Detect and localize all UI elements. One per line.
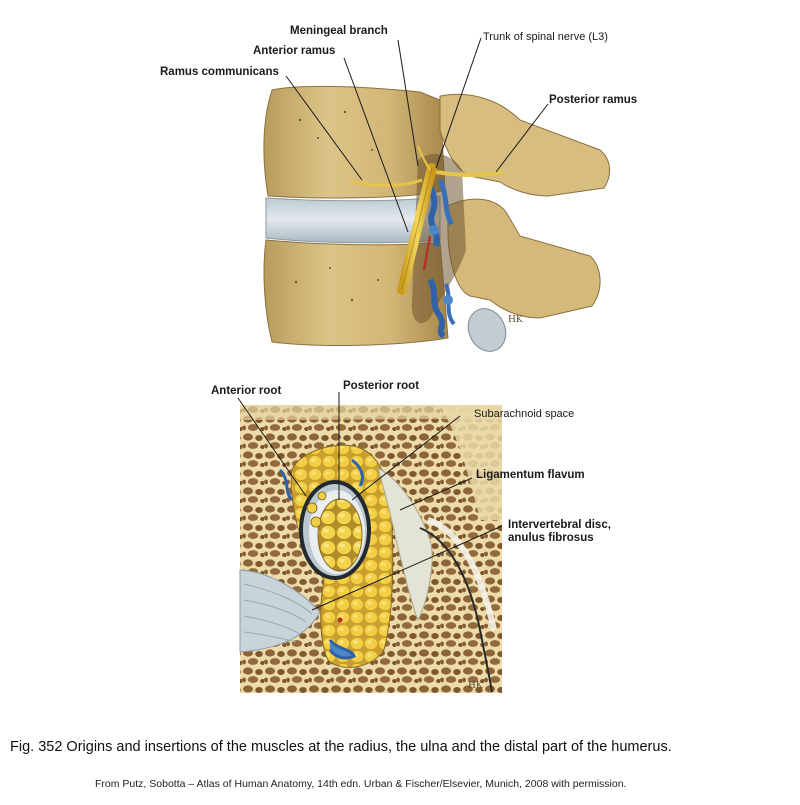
posterior-ramus-nerve — [435, 170, 503, 177]
nutrient-foramina — [294, 110, 379, 302]
label-intervertebral-disc-line2: anulus fibrosus — [508, 532, 594, 544]
lumbar-spine-lateral-view: HK — [263, 85, 610, 352]
lower-pedicle-and-process — [447, 198, 601, 319]
label-ligamentum-flavum: Ligamentum flavum — [476, 469, 585, 481]
intervertebral-disc-anulus — [239, 569, 321, 653]
figure-source-credit: From Putz, Sobotta – Atlas of Human Anat… — [95, 778, 627, 790]
label-posterior-root: Posterior root — [343, 380, 420, 392]
meningeal-branch-nerve — [417, 145, 431, 171]
spinous-process-tip — [467, 308, 507, 352]
label-trunk-of-spinal-nerve: Trunk of spinal nerve (L3) — [483, 31, 608, 43]
ligamentum-flavum — [377, 466, 433, 622]
spinal-canal-cross-section: HK — [239, 405, 502, 693]
lower-vertebral-body — [263, 239, 449, 346]
label-meningeal-branch: Meningeal branch — [290, 25, 388, 37]
label-anterior-root: Anterior root — [211, 385, 282, 397]
posterior-root-bundle — [317, 498, 363, 572]
artist-signature-top: HK — [508, 315, 523, 325]
anatomy-illustration: HK HK — [237, 37, 610, 693]
leader-lines — [237, 37, 549, 611]
anterior-root-bundle — [306, 491, 327, 528]
label-intervertebral-disc-line1: Intervertebral disc, — [508, 519, 611, 531]
artist-signature-bottom: HK — [468, 681, 483, 691]
spinal-nerve — [349, 145, 503, 295]
label-ramus-communicans: Ramus communicans — [160, 66, 279, 78]
figure-caption: Fig. 352 Origins and insertions of the m… — [10, 739, 672, 755]
upper-vertebral-body — [263, 85, 446, 199]
upper-pedicle-and-process — [439, 93, 610, 197]
ramus-communicans-nerve — [349, 178, 423, 187]
bottom-vessels — [278, 458, 364, 660]
label-subarachnoid-space: Subarachnoid space — [474, 408, 575, 420]
label-anterior-ramus: Anterior ramus — [253, 45, 336, 57]
label-posterior-ramus: Posterior ramus — [549, 94, 638, 106]
facet-joint — [419, 527, 493, 693]
